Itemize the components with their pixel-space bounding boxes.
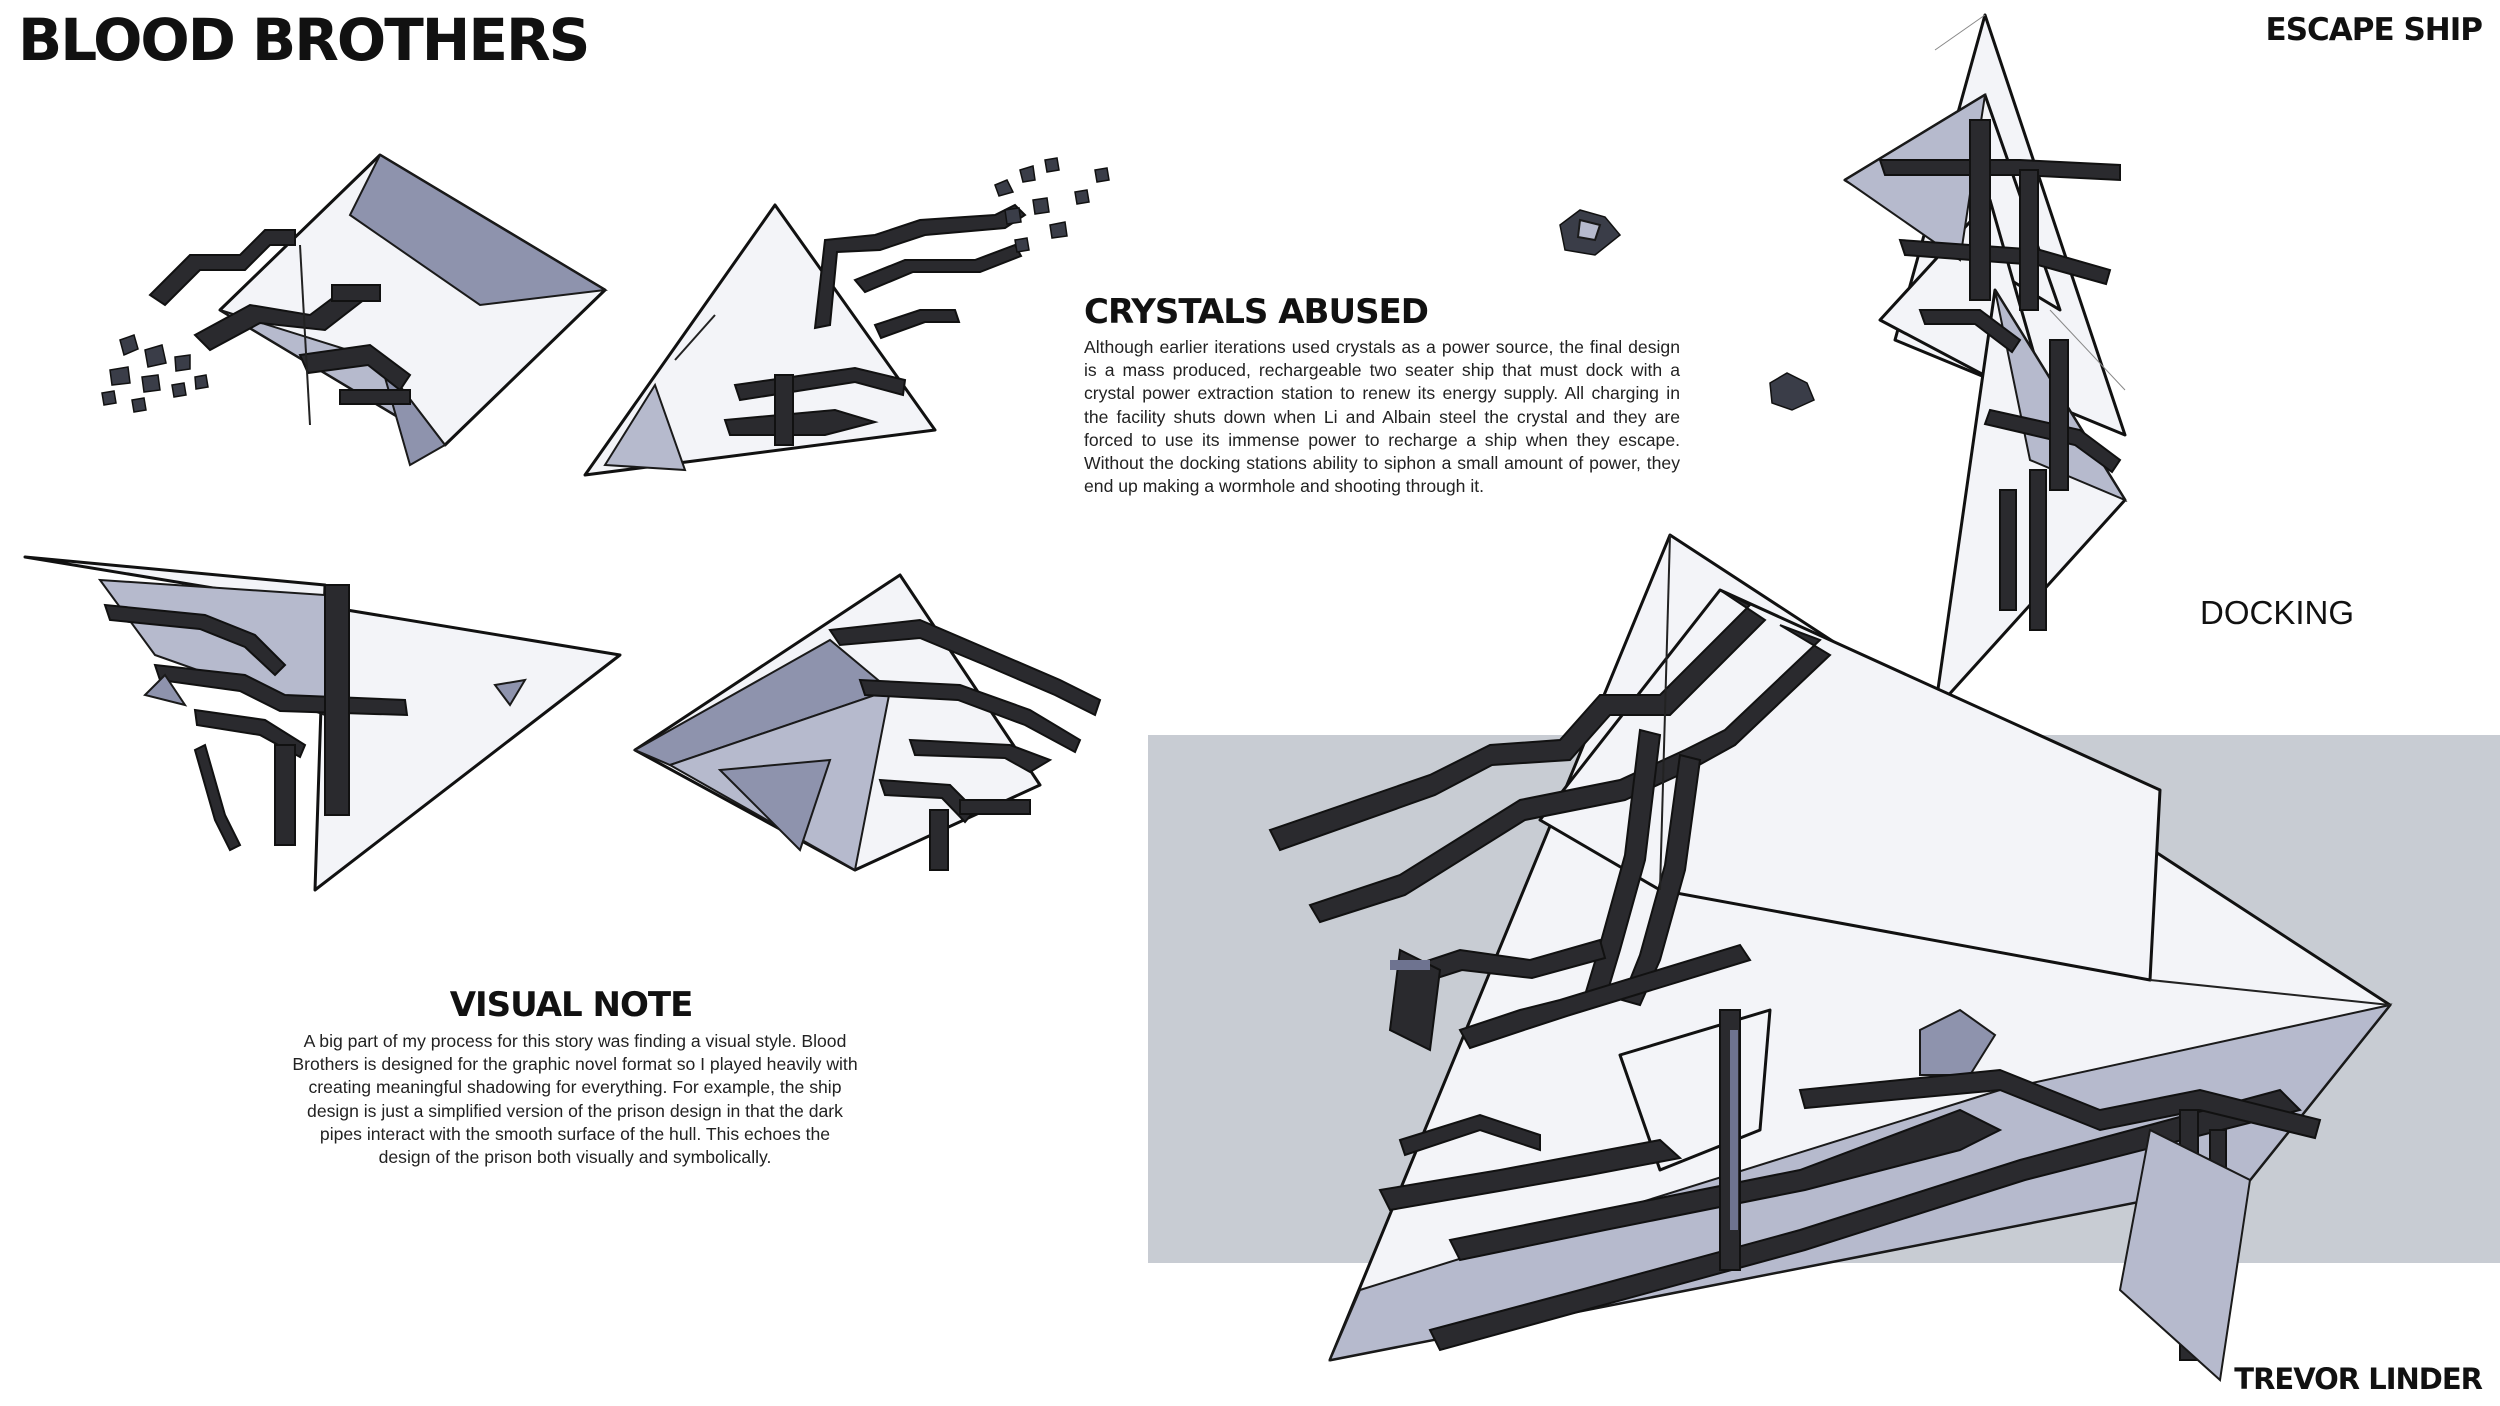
docking-label: DOCKING (2200, 594, 2355, 631)
visual-note-paragraph: A big part of my process for this story … (292, 1031, 858, 1168)
crystals-paragraph: Although earlier iterations used crystal… (1084, 337, 1680, 497)
ship-sketch-pipe-detail (632, 573, 1102, 872)
ship-sketch-hero (1268, 533, 2393, 1382)
crystal-fragment-lower (1769, 372, 1815, 411)
project-label: ESCAPE SHIP (2265, 12, 2483, 48)
ship-sketch-side-view (23, 555, 622, 892)
crystals-heading: CRYSTALS ABUSED (1084, 292, 1429, 332)
visual-note-heading: VISUAL NOTE (449, 985, 694, 1025)
artist-credit: TREVOR LINDER (2234, 1362, 2483, 1396)
crystal-fragment-upper (1559, 209, 1622, 256)
ship-sketch-crystal-trail (101, 153, 609, 467)
ship-sketch-triangle-pipes (583, 157, 1110, 477)
ship-sketch-docking (1843, 13, 2128, 712)
page-title: BLOOD BROTHERS (18, 6, 590, 74)
